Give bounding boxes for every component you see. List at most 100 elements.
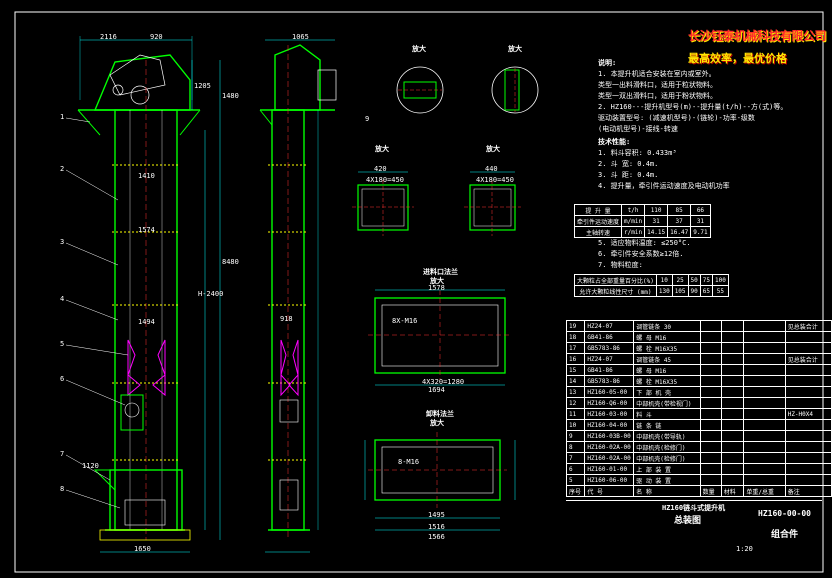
product-name: HZ160链斗式提升机 <box>662 504 726 512</box>
note-line: 1. 本提升机适合安装在室内或室外。 <box>598 70 716 78</box>
bom-cell <box>743 408 786 420</box>
notes-title: 说明: <box>598 59 617 67</box>
bom-cell: 螺 母 M16 <box>633 331 701 343</box>
bom-cell <box>784 419 832 431</box>
cell: 提 升 量 <box>573 204 623 216</box>
bom-cell: 14 <box>565 375 586 387</box>
dim-label: 1120 <box>82 462 99 470</box>
bom-cell: 11 <box>565 408 586 420</box>
drawing-frame <box>14 11 824 573</box>
bom-cell <box>699 430 722 442</box>
bom-header-row: 序号代 号名 称数量材料单重/总重备注 <box>565 485 832 497</box>
bom-cell <box>743 320 786 332</box>
bom-cell: HZ160-06-00 <box>584 474 635 486</box>
tech-line: 3. 斗 距: 0.4m. <box>598 171 659 179</box>
bom-cell: HZ24-07 <box>584 353 635 365</box>
bom-cell <box>699 364 722 376</box>
bom-cell <box>784 342 832 354</box>
section-views <box>352 171 521 236</box>
bom-cell <box>743 452 786 464</box>
cell: 90 <box>687 285 701 297</box>
bom-cell: 中部机壳(检修门) <box>633 441 701 453</box>
part-number: 2 <box>60 165 65 173</box>
bom-cell: 序号 <box>565 485 586 497</box>
bom-cell: 7 <box>565 452 586 464</box>
cell: 50 <box>687 274 701 286</box>
part-number: 8 <box>60 485 65 493</box>
dim-label: 1578 <box>428 284 445 292</box>
bom-cell: GB41-86 <box>584 331 635 343</box>
bom-cell <box>699 353 722 365</box>
bom-cell: 8 <box>565 441 586 453</box>
dim-label: 1650 <box>134 545 151 553</box>
front-view <box>65 36 221 553</box>
dim-label: 8X-M16 <box>392 317 418 325</box>
bom-cell <box>720 419 745 431</box>
bom-cell: 驱 动 装 置 <box>633 474 701 486</box>
bom-cell <box>699 386 722 398</box>
dim-label: 1574 <box>138 226 155 234</box>
note-line: 类型一双出滑料口，适用于粉状物料。 <box>598 92 717 100</box>
dim-label: 1205 <box>194 82 211 90</box>
bom-cell <box>784 331 832 343</box>
bom-cell <box>743 353 786 365</box>
dim-label: 8480 <box>222 258 239 266</box>
cell: 牵引件运动速度 <box>573 215 623 227</box>
bom-cell: HZ160-05-00 <box>584 386 635 398</box>
bom-cell <box>784 463 832 475</box>
cell: 大颗粒占全部重量百分比(%) <box>574 274 657 286</box>
cell: 75 <box>699 274 714 286</box>
bom-cell: GB5783-86 <box>584 375 635 387</box>
bom-cell: 6 <box>565 463 586 475</box>
view-title: 卸料法兰 <box>426 410 454 418</box>
view-title: 放大 <box>486 145 500 153</box>
cell: 主轴转速 <box>573 226 623 238</box>
bom-cell <box>743 474 786 486</box>
dim-label: 2116 <box>100 33 117 41</box>
bom-cell: HZ160-03B-00 <box>584 430 635 442</box>
bom-cell: 数量 <box>699 485 722 497</box>
dim-label: 1694 <box>428 386 445 394</box>
bom-cell: 代 号 <box>584 485 635 497</box>
bom-cell <box>720 364 745 376</box>
note-line: 类型一出料滑料口，适用于粒状物料。 <box>598 81 717 89</box>
bom-cell <box>784 386 832 398</box>
dim-label: 1516 <box>428 523 445 531</box>
cell: 允许大颗粒线性尺寸 (mm) <box>574 285 657 297</box>
part-number: 3 <box>60 238 65 246</box>
bom-cell <box>784 375 832 387</box>
cell: 85 <box>667 204 692 216</box>
bom-cell <box>743 342 786 354</box>
drawing-number: HZ160-00-00 <box>758 509 811 518</box>
bom-cell: HZ160-01-00 <box>584 463 635 475</box>
bom-cell: 螺 栓 M16X35 <box>633 375 701 387</box>
bom-cell <box>743 419 786 431</box>
bom-cell <box>720 474 745 486</box>
cell: 14.15 <box>644 226 669 238</box>
bom-cell: 见总装合计 <box>784 320 832 332</box>
view-title: 放大 <box>375 145 389 153</box>
part-number: 1 <box>60 113 65 121</box>
bom-cell: 单重/总重 <box>743 485 786 497</box>
bom-cell: 材料 <box>720 485 745 497</box>
bom-cell <box>699 331 722 343</box>
company-banner: 长沙钰泰机械科技有限公司 <box>688 29 827 43</box>
bom-cell <box>720 386 745 398</box>
bom-cell: 19 <box>565 320 586 332</box>
bom-cell <box>784 397 832 409</box>
bom-cell: 中部机壳(检修门) <box>633 452 701 464</box>
outlet-flange-view <box>364 432 516 531</box>
bom-cell <box>743 375 786 387</box>
bom-cell: 下 部 机 壳 <box>633 386 701 398</box>
bom-cell <box>699 375 722 387</box>
note-line: 5. 适应物料温度: ≤250°C. <box>598 239 691 247</box>
dim-label: 1566 <box>428 533 445 541</box>
bom-cell: HZ160-04-00 <box>584 419 635 431</box>
bom-cell: 12 <box>565 397 586 409</box>
bom-cell: 螺 栓 M16X35 <box>633 342 701 354</box>
bom-cell: 备注 <box>784 485 832 497</box>
